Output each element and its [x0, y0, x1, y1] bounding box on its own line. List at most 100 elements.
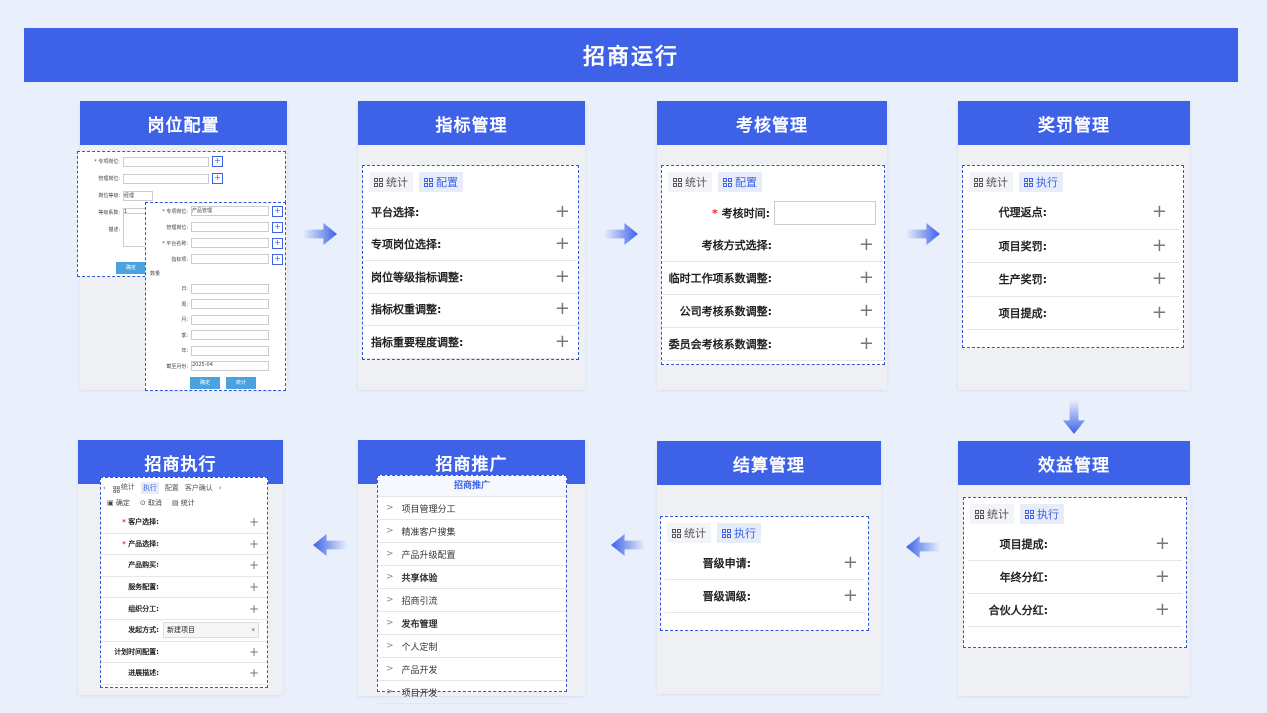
confirm-button[interactable]: 确定 — [190, 377, 220, 389]
plus-icon[interactable]: + — [858, 267, 874, 288]
chevron-right-icon[interactable]: › — [218, 484, 222, 492]
plus-icon[interactable]: + — [554, 265, 570, 287]
chevron-right-icon: > — [386, 549, 394, 559]
arrow-left-icon — [906, 536, 940, 558]
grid-icon — [974, 177, 983, 187]
mini-input[interactable] — [191, 314, 269, 325]
plus-icon[interactable]: + — [858, 333, 874, 354]
row-label: 代理返点: — [998, 206, 1047, 220]
tab-config[interactable]: 配置 — [164, 484, 179, 492]
menu-item[interactable]: >共享体验 — [378, 566, 566, 589]
mini-label: 日: — [181, 286, 188, 293]
stats-action[interactable]: ▤ 统计 — [171, 499, 195, 507]
plus-icon[interactable]: + — [248, 666, 259, 681]
plus-icon[interactable]: + — [1151, 234, 1167, 256]
cancel-action[interactable]: ⊙ 取消 — [139, 499, 162, 507]
row-label: 委员会考核系数调整: — [668, 338, 772, 351]
plus-icon[interactable]: + — [272, 237, 283, 249]
plus-icon[interactable]: + — [248, 601, 259, 616]
confirm-button[interactable]: 确定 — [116, 262, 146, 274]
arrow-right-icon — [604, 223, 638, 245]
plus-icon[interactable]: + — [272, 253, 283, 265]
tab-execute[interactable]: 执行 — [140, 482, 159, 494]
tab-execute[interactable]: 执行 — [1019, 172, 1063, 192]
menu-item[interactable]: >项目开发 — [378, 681, 566, 704]
plus-icon[interactable]: + — [842, 552, 858, 573]
menu-item[interactable]: >个人定制 — [378, 635, 566, 658]
plus-icon[interactable]: + — [272, 205, 283, 217]
mini-label: 管理岗位: — [166, 224, 188, 231]
mini-label: * 专项岗位: — [94, 159, 120, 165]
plus-icon[interactable]: + — [1154, 533, 1170, 554]
plus-icon[interactable]: + — [1154, 599, 1170, 620]
tab-stats[interactable]: 统计 — [667, 523, 711, 543]
confirm-action[interactable]: ▣ 确定 — [107, 499, 130, 507]
plus-icon[interactable]: + — [248, 536, 259, 551]
tab-stats[interactable]: 统计 — [969, 172, 1013, 192]
menu-item[interactable]: >产品开发 — [378, 658, 566, 681]
mini-form-row: * 平台名称:+ — [146, 235, 285, 251]
plus-icon[interactable]: + — [1151, 268, 1167, 290]
plus-icon[interactable]: + — [554, 298, 570, 320]
mini-input[interactable]: 产品管理 — [191, 206, 269, 216]
menu-item-label: 项目管理分工 — [401, 504, 456, 515]
menu-item[interactable]: >招商引流 — [378, 589, 566, 612]
plus-icon[interactable]: + — [858, 234, 874, 255]
plus-icon[interactable]: + — [858, 300, 874, 321]
plus-icon[interactable]: + — [1154, 566, 1170, 587]
plus-icon[interactable]: + — [248, 644, 259, 659]
mini-input[interactable]: 经理 — [123, 190, 153, 201]
plus-icon[interactable]: + — [1151, 201, 1167, 223]
plus-icon[interactable]: + — [248, 558, 259, 573]
plus-icon[interactable]: + — [248, 580, 259, 595]
plus-icon[interactable]: + — [248, 515, 259, 530]
plus-icon[interactable]: + — [842, 585, 858, 606]
arrow-left-icon — [611, 534, 645, 556]
form-row: 生产奖罚:+ — [967, 263, 1179, 297]
mini-input[interactable] — [191, 345, 269, 356]
plus-icon[interactable]: + — [554, 330, 570, 352]
tab-execute[interactable]: 执行 — [1020, 504, 1064, 524]
tab-customer-confirm[interactable]: 客户确认 — [184, 484, 213, 492]
mini-input[interactable] — [191, 254, 269, 264]
exam-time-input[interactable] — [774, 200, 876, 225]
tab-stats[interactable]: 统计 — [369, 172, 413, 192]
mini-form-row: 周: — [146, 297, 285, 313]
menu-item-label: 产品升级配置 — [401, 550, 456, 561]
tab-stats[interactable]: 统计 — [970, 504, 1014, 524]
menu-item[interactable]: >精准客户搜集 — [378, 520, 566, 543]
chevron-left-icon[interactable]: ‹ — [103, 484, 106, 492]
tab-config[interactable]: 配置 — [419, 172, 463, 192]
plus-icon[interactable]: + — [212, 173, 223, 184]
menu-item[interactable]: > 项目管理分工 — [378, 497, 566, 520]
tab-execute[interactable]: 执行 — [717, 523, 761, 543]
tab-stats[interactable]: 统计 — [668, 172, 712, 192]
plus-icon[interactable]: + — [1151, 301, 1167, 323]
menu-item-label: 发布管理 — [401, 619, 438, 630]
jiesuan-panel: 统计 执行 晋级申请:+晋级调级:+ — [660, 516, 869, 631]
tab-config[interactable]: 配置 — [718, 172, 762, 192]
card-title: 指标管理 — [358, 101, 585, 145]
mini-input[interactable] — [191, 222, 269, 232]
stats-button[interactable]: 统计 — [226, 377, 256, 389]
tab-stats[interactable]: 统计 — [112, 482, 135, 494]
chevron-right-icon: > — [386, 503, 394, 513]
plus-icon[interactable]: + — [212, 156, 223, 167]
mini-input[interactable] — [191, 283, 269, 294]
mini-input[interactable] — [191, 299, 269, 310]
mini-form-row: 岗位等级:经理 — [78, 187, 285, 204]
plus-icon[interactable]: + — [554, 233, 570, 255]
mini-input[interactable] — [191, 238, 269, 248]
mini-input[interactable] — [123, 156, 209, 167]
launch-select[interactable]: 新建项目▾ — [163, 622, 259, 639]
mini-input[interactable] — [123, 173, 209, 184]
plus-icon[interactable]: + — [272, 221, 283, 233]
plus-icon[interactable]: + — [554, 200, 570, 222]
mini-form-row: * 专项岗位: + — [78, 153, 285, 170]
mini-input[interactable]: 2025-04 — [191, 361, 269, 372]
menu-item[interactable]: > 产品升级配置 — [378, 543, 566, 566]
row-label: 晋级调级: — [702, 590, 751, 603]
mini-input[interactable] — [191, 330, 269, 341]
chevron-right-icon: > — [386, 687, 394, 697]
menu-item[interactable]: >发布管理 — [378, 612, 566, 635]
